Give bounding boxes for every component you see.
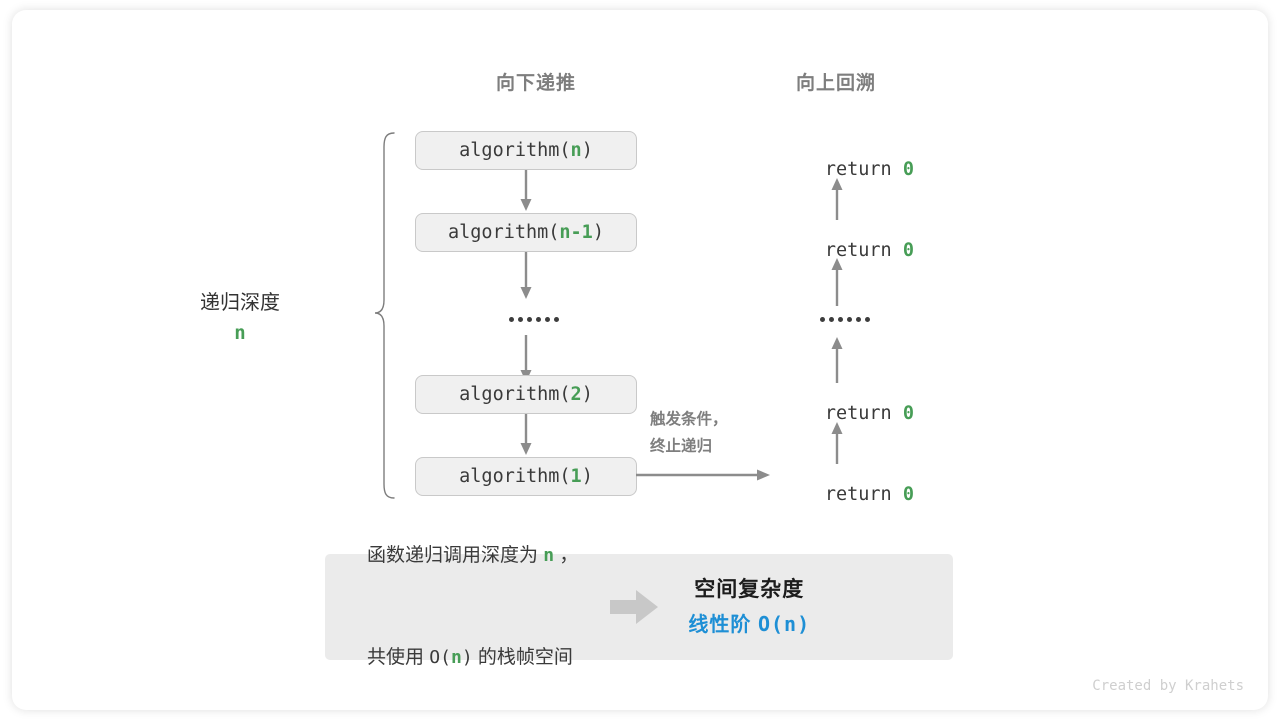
trigger-condition-line1: 触发条件，	[650, 411, 728, 428]
call-box-2[interactable]: algorithm(2)	[415, 375, 637, 414]
return-label-4: return 0	[736, 463, 936, 526]
arrow-up-3-icon	[831, 337, 843, 383]
diagram-card: 向下递推 向上回溯 递归深度 n algorithm(n) algorithm(…	[12, 10, 1268, 710]
summary-description: 函数递归调用深度为 n ， 共使用 O(n) 的栈帧空间	[325, 471, 578, 710]
column-header-upward: 向上回溯	[795, 73, 876, 94]
call-box-n-prefix: algorithm(	[459, 140, 571, 161]
return-label-3: return 0	[736, 382, 936, 445]
call-box-1-prefix: algorithm(	[459, 466, 571, 487]
depth-brace-icon	[374, 132, 395, 499]
summary-line1-a: 函数递归调用深度为	[367, 545, 544, 566]
return-label-2-value: 0	[902, 240, 914, 261]
call-box-n-minus-1[interactable]: algorithm(n-1)	[415, 213, 637, 252]
return-ellipsis	[820, 317, 870, 322]
summary-result: 空间复杂度 线性阶 O(n)	[688, 573, 810, 642]
recursion-depth-label: 递归深度 n	[160, 288, 320, 348]
return-label-1-text: return	[824, 159, 903, 180]
call-box-1-arg: 1	[570, 466, 582, 487]
call-box-n[interactable]: algorithm(n)	[415, 131, 637, 170]
return-label-1: return 0	[736, 138, 936, 201]
arrow-up-1-icon	[831, 178, 843, 220]
trigger-condition-note: 触发条件， 终止递归	[650, 406, 728, 460]
call-box-1-suffix: )	[581, 466, 593, 487]
arrow-down-2-icon	[520, 252, 532, 299]
arrow-up-4-icon	[831, 422, 843, 464]
call-box-2-suffix: )	[581, 384, 593, 405]
arrow-right-result-icon	[610, 590, 659, 624]
call-box-n-suffix: )	[581, 140, 593, 161]
arrow-down-1-icon	[520, 170, 532, 211]
summary-result-notation: O(n)	[757, 611, 811, 636]
recursion-depth-title: 递归深度	[200, 292, 280, 314]
arrow-up-2-icon	[831, 258, 843, 306]
call-box-n-arg: n	[570, 140, 582, 161]
call-box-n-minus-1-arg: n-1	[559, 222, 593, 243]
call-box-2-arg: 2	[570, 384, 582, 405]
summary-line1-b: ，	[554, 545, 579, 566]
call-box-1[interactable]: algorithm(1)	[415, 457, 637, 496]
summary-line2-c: )	[461, 647, 473, 668]
credit-text: Created by Krahets	[1092, 678, 1244, 694]
call-stack-ellipsis	[509, 317, 559, 322]
summary-line1-n: n	[543, 545, 555, 566]
return-label-1-value: 0	[902, 159, 914, 180]
arrow-right-basecase-icon	[636, 469, 770, 481]
summary-panel: 函数递归调用深度为 n ， 共使用 O(n) 的栈帧空间 空间复杂度 线性阶 O…	[325, 545, 953, 668]
summary-line2-b: 的栈帧空间	[472, 647, 573, 668]
summary-line2-n: n	[450, 647, 462, 668]
return-label-3-value: 0	[902, 403, 914, 424]
summary-description-line1: 函数递归调用深度为 n ，	[367, 539, 578, 573]
return-label-4-value: 0	[902, 484, 914, 505]
summary-line2-a: 共使用	[367, 647, 430, 668]
trigger-condition-line2: 终止递归	[650, 438, 713, 455]
column-header-downward: 向下递推	[495, 73, 576, 94]
arrow-down-4-icon	[520, 414, 532, 455]
diagram-stage: 向下递推 向上回溯 递归深度 n algorithm(n) algorithm(…	[12, 10, 1268, 710]
return-label-3-text: return	[824, 403, 903, 424]
summary-result-title: 空间复杂度	[694, 577, 805, 601]
summary-result-order: 线性阶	[688, 613, 758, 636]
summary-result-value: 线性阶 O(n)	[688, 607, 810, 642]
return-label-2-text: return	[824, 240, 903, 261]
recursion-depth-value: n	[234, 322, 246, 344]
return-label-4-text: return	[824, 484, 903, 505]
call-box-n-minus-1-prefix: algorithm(	[448, 222, 560, 243]
call-box-n-minus-1-suffix: )	[592, 222, 604, 243]
return-label-2: return 0	[736, 219, 936, 282]
call-box-2-prefix: algorithm(	[459, 384, 571, 405]
summary-description-line2: 共使用 O(n) 的栈帧空间	[367, 641, 578, 675]
summary-line2-o: O(	[429, 647, 451, 668]
